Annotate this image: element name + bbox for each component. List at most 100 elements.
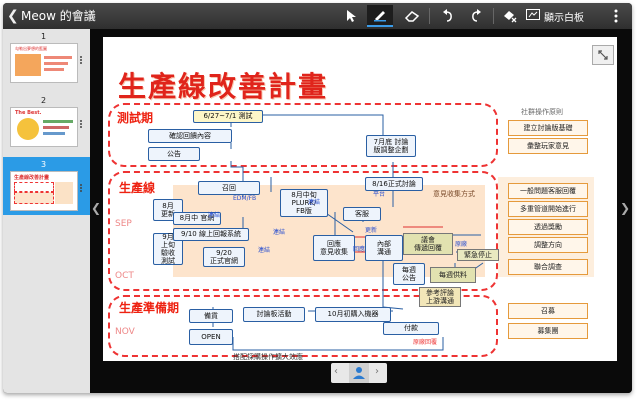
- undo-icon[interactable]: [435, 5, 461, 27]
- right-column-header: 社群操作原則: [521, 108, 563, 116]
- principle-item: 建立討論版基礎: [508, 120, 588, 136]
- thumbnail-menu-icon[interactable]: [80, 119, 83, 129]
- flow-annotation: 連結: [258, 247, 271, 254]
- section-label: 生產準備期: [119, 301, 180, 315]
- clear-icon[interactable]: [497, 5, 523, 27]
- flow-box: 緊急停止: [457, 249, 499, 261]
- flow-box: 參考評論 上游溝通: [419, 287, 461, 307]
- presenter-button[interactable]: [349, 363, 369, 383]
- toolbar-divider: [493, 8, 494, 24]
- principle-item: 多重管道開始進行: [508, 201, 588, 217]
- flow-annotation: EDM/FB: [233, 195, 257, 202]
- thumbnail-line: [43, 120, 73, 123]
- thumbnail-menu-icon[interactable]: [80, 183, 83, 193]
- next-slide-icon[interactable]: ❯: [620, 201, 631, 215]
- thumbnail-zone: [55, 182, 73, 204]
- section-label: 測試期: [117, 111, 154, 125]
- flow-box: OPEN: [189, 329, 233, 345]
- collapse-right-icon[interactable]: ›: [375, 366, 379, 377]
- pointer-icon[interactable]: [338, 5, 364, 27]
- flow-box: 議會 傳遞回覆: [403, 233, 453, 255]
- footer-note: 搭配採購操作擴大效應: [233, 353, 303, 361]
- thumbnail-number: 2: [41, 96, 47, 105]
- redo-icon[interactable]: [463, 5, 489, 27]
- thumbnail-line: [43, 126, 69, 129]
- flow-box: 回應 意見收集: [313, 235, 355, 261]
- section-label: 生產線: [119, 181, 156, 195]
- collapse-left-icon[interactable]: ‹: [334, 366, 338, 377]
- thumbnail-caption: The Best.: [15, 110, 42, 116]
- production-zone: [108, 171, 498, 291]
- back-icon[interactable]: ❮: [7, 8, 19, 24]
- flow-box: 8/16正式討論: [365, 177, 423, 191]
- flow-box: 9/10 線上回報系統: [173, 228, 249, 241]
- flow-box: 內部 溝通: [365, 235, 403, 261]
- pen-icon[interactable]: [367, 5, 393, 27]
- flow-annotation: 連結: [273, 229, 286, 236]
- meeting-title: Meow 的會議: [21, 9, 96, 23]
- flow-box: 每週供料: [430, 267, 476, 283]
- whiteboard-label: 顯示白板: [544, 12, 584, 24]
- thumbnail-number: 1: [41, 32, 47, 41]
- slide-thumbnail-1[interactable]: 勾勒出夢想的藍圖: [10, 43, 78, 83]
- principle-item: 調整方向: [508, 237, 588, 253]
- flow-box: 客服: [343, 207, 381, 221]
- flow-annotation: 回應: [353, 246, 366, 253]
- thumbnail-image: [17, 118, 39, 140]
- collection-note: 意見收集方式: [433, 190, 475, 198]
- thumbnail-zone: [14, 182, 54, 192]
- flow-box: 討論板活動: [243, 307, 305, 322]
- flow-box: 公告: [148, 147, 200, 161]
- slide-thumbnail-panel: 1 勾勒出夢想的藍圖 2 The Best. 3 生產線改善計畫: [3, 29, 90, 393]
- flow-annotation: 原廠回覆: [413, 339, 438, 346]
- expand-icon: [598, 50, 608, 60]
- slide-thumbnail-2[interactable]: The Best.: [10, 107, 78, 147]
- flow-box: 備貨: [189, 309, 233, 323]
- flow-annotation: 更新: [365, 227, 378, 234]
- fullscreen-button[interactable]: [592, 45, 614, 65]
- presenter-control-bar: ‹ ›: [331, 363, 387, 383]
- flow-box: 7月底 討論 版調整企劃: [366, 135, 416, 157]
- flow-box: 8月中 官網: [173, 212, 221, 225]
- more-icon[interactable]: [603, 5, 629, 27]
- top-toolbar: ❮ Meow 的會議 顯示白板: [3, 3, 632, 29]
- thumbnail-caption: 勾勒出夢想的藍圖: [15, 46, 47, 51]
- flow-annotation: 平台: [373, 191, 386, 198]
- flow-box: 9/20 正式官網: [203, 247, 245, 267]
- flow-box: 確認回饋內容: [148, 129, 232, 143]
- flow-box: 10月初購入機器: [315, 307, 391, 322]
- thumbnail-menu-icon[interactable]: [80, 55, 83, 65]
- principle-item: 一般問題客服回覆: [508, 183, 588, 199]
- flow-annotation: 連結: [308, 199, 321, 206]
- thumbnail-line: [44, 68, 64, 71]
- month-label: OCT: [115, 271, 134, 281]
- thumbnail-line: [43, 132, 65, 135]
- app-window: ❮ Meow 的會議 顯示白板: [3, 3, 632, 393]
- eraser-icon[interactable]: [399, 5, 425, 27]
- flow-box: 8月中旬 PLURK/ FB版: [280, 189, 328, 217]
- month-label: NOV: [115, 327, 135, 337]
- flow-box: 付款: [383, 322, 439, 335]
- flow-box: 每週 公告: [393, 263, 425, 285]
- thumbnail-image: [15, 54, 41, 76]
- principle-item: 募集團: [508, 323, 588, 339]
- flow-annotation: 原廠: [455, 241, 468, 248]
- previous-slide-icon[interactable]: ❮: [91, 201, 102, 215]
- slide-thumbnail-3[interactable]: 生產線改善計畫: [10, 171, 78, 211]
- whiteboard-icon: [526, 9, 540, 23]
- thumbnail-line: [44, 56, 72, 59]
- toolbar-divider: [429, 8, 430, 24]
- flow-annotation: 連結: [208, 212, 221, 219]
- flow-box: 6/27~7/1 測試: [193, 110, 263, 123]
- prep-phase-zone: [108, 295, 498, 357]
- principle-item: 透過獎勵: [508, 219, 588, 235]
- slide-viewer: ❮ ❯ 生產線改善計畫 測試期 生產線 生產準備期 SEP OCT NOV: [90, 29, 632, 393]
- person-icon: [353, 367, 365, 379]
- thumbnail-line: [44, 62, 68, 65]
- month-label: SEP: [115, 219, 132, 229]
- principle-item: 聯合調查: [508, 259, 588, 275]
- show-whiteboard-button[interactable]: 顯示白板: [526, 5, 584, 27]
- slide-title: 生產線改善計畫: [118, 70, 329, 103]
- thumbnail-caption: 生產線改善計畫: [14, 175, 50, 181]
- test-phase-zone: [108, 103, 498, 167]
